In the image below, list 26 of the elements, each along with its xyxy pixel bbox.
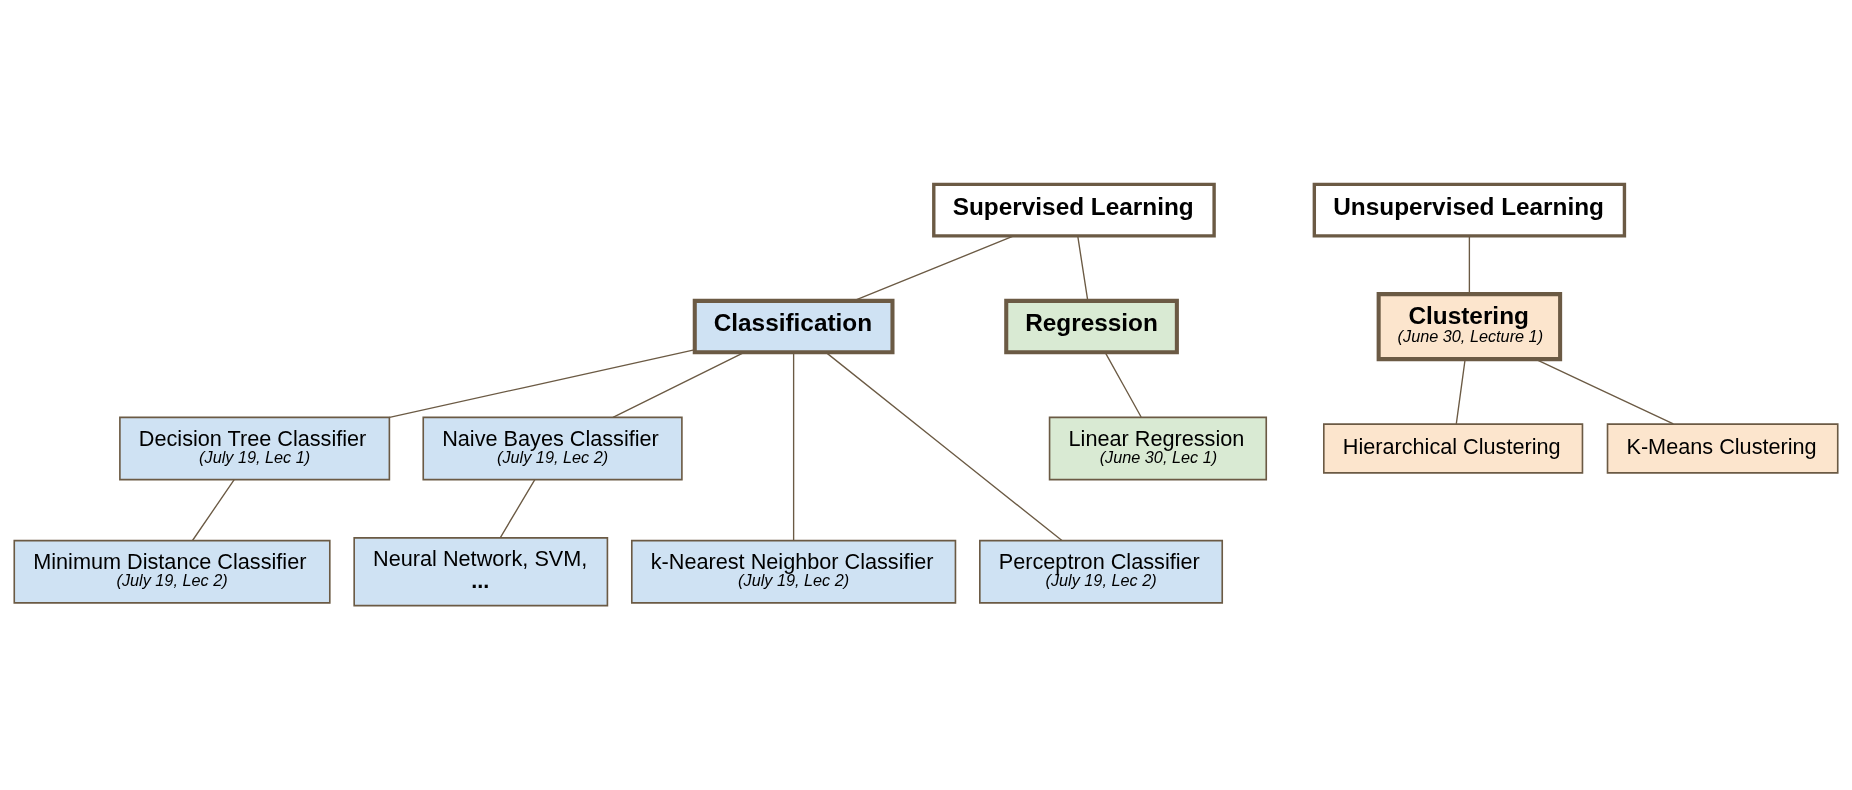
node-box: Neural Network, SVM, ... [353, 537, 609, 607]
connector [612, 351, 745, 418]
connector [1468, 235, 1471, 295]
connector [499, 478, 536, 539]
node-box: Unsupervised Learning [1312, 182, 1627, 238]
node-box: Hierarchical Clustering [1323, 423, 1584, 474]
connector [388, 349, 695, 418]
node-box: Clustering (June 30, Lecture 1) [1376, 292, 1563, 362]
node-box: Decision Tree Classifier (July 19, Lec 1) [119, 416, 391, 481]
connector [1077, 235, 1089, 302]
node-box: Supervised Learning [932, 182, 1216, 238]
node-box: Minimum Distance Classifier (July 19, Lec 2) [13, 539, 331, 604]
node-box: Classification [692, 298, 895, 355]
node-box: Perceptron Classifier (July 19, Lec 2) [979, 539, 1224, 604]
node-box: Naive Bayes Classifier (July 19, Lec 2) [422, 416, 683, 481]
connector [191, 478, 235, 542]
node-box: k-Nearest Neighbor Classifier (July 19, Lec 2) [630, 539, 957, 604]
connector [853, 235, 1015, 302]
connector [1104, 351, 1142, 418]
connector [792, 351, 795, 542]
node-box: K-Means Clustering [1606, 423, 1839, 474]
node-box: Linear Regression (June 30, Lec 1) [1048, 416, 1268, 481]
node-box: Regression [1004, 298, 1179, 355]
connector [1535, 358, 1674, 425]
connector [825, 351, 1063, 542]
connector [1455, 358, 1466, 425]
